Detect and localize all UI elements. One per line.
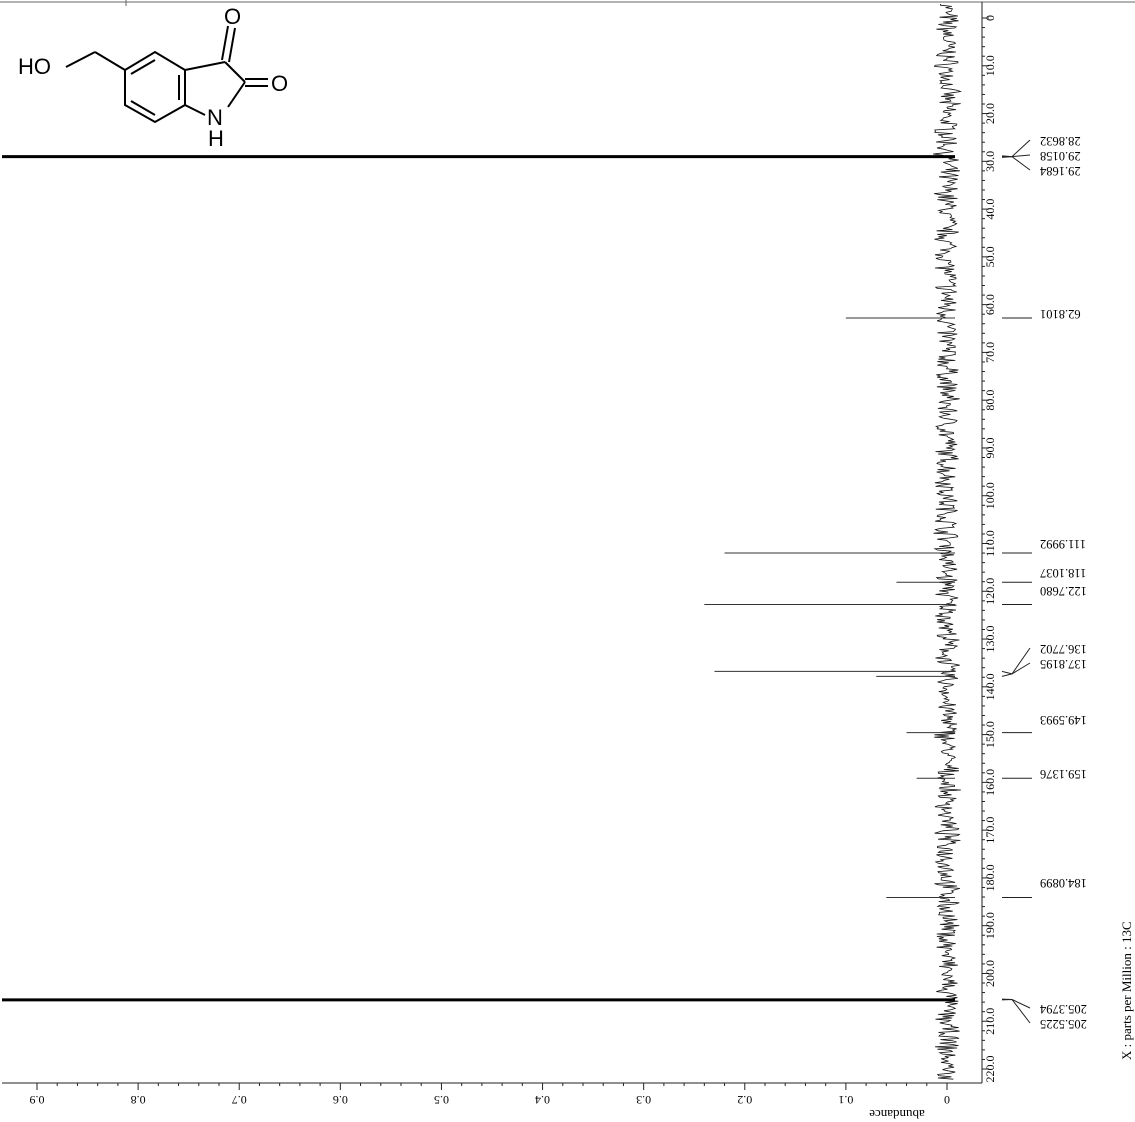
peak-lines xyxy=(2,155,955,1002)
abundance-tick-label: 0.3 xyxy=(636,1093,651,1107)
peak-label: 136.7702 xyxy=(1040,642,1087,656)
ppm-tick-label: 150.0 xyxy=(983,721,997,748)
ppm-tick-label: 120.0 xyxy=(983,578,997,605)
abundance-tick-label: 0.4 xyxy=(535,1093,550,1107)
ring-bond xyxy=(227,81,246,108)
peak-label: 159.1376 xyxy=(1040,767,1087,781)
ppm-tick-label: 10.0 xyxy=(983,55,997,76)
peak-leader-line xyxy=(1001,998,1031,1024)
ppm-tick-label: 110.0 xyxy=(983,530,997,557)
abundance-tick-label: 0.2 xyxy=(737,1093,752,1107)
ppm-tick-label: 210.0 xyxy=(983,1008,997,1035)
ppm-tick-label: 20.0 xyxy=(983,103,997,124)
ppm-tick-label: 220.0 xyxy=(983,1056,997,1083)
peak-label: 62.8101 xyxy=(1040,307,1081,321)
hydroxyl-label: HO xyxy=(18,54,51,79)
peak-label: 137.8195 xyxy=(1040,657,1087,671)
peak-label: 28.8632 xyxy=(1040,134,1081,148)
peak-leader-line xyxy=(1001,139,1031,158)
peak-leader-line xyxy=(1001,998,1031,1009)
ppm-tick-label: 200.0 xyxy=(983,960,997,987)
ketone-oxygen-label: O xyxy=(224,4,241,29)
aromatic-bond xyxy=(130,100,156,116)
amide-oxygen-label: O xyxy=(271,71,288,96)
nh-hydrogen-label: H xyxy=(208,126,224,151)
peak-label: 205.5225 xyxy=(1040,1017,1087,1031)
ppm-tick-label: 130.0 xyxy=(983,626,997,653)
ketone-double-bond xyxy=(228,27,236,63)
molecule-structure xyxy=(65,25,268,124)
abundance-tick-label: 0.8 xyxy=(131,1093,146,1107)
ring-bond xyxy=(184,61,226,71)
abundance-tick-label: 0.7 xyxy=(232,1093,247,1107)
ppm-tick-label: 90.0 xyxy=(983,437,997,458)
abundance-tick-label: 0.6 xyxy=(333,1093,348,1107)
peak-label: 29.0158 xyxy=(1040,149,1081,163)
ring-bond xyxy=(224,61,246,83)
abundance-tick-label: 0 xyxy=(944,1093,950,1107)
peak-label: 184.0899 xyxy=(1040,876,1087,890)
plot-frame xyxy=(0,0,1135,1084)
peak-label: 205.3794 xyxy=(1039,1002,1087,1016)
ppm-tick-label: 0 xyxy=(983,15,997,21)
ketone-double-bond xyxy=(221,25,229,61)
ring-bond xyxy=(184,104,206,116)
abundance-axis-ticks: 0 0.1 0.2 0.3 0.4 0.5 0.6 0.7 0.8 0.9 xyxy=(30,1083,950,1107)
methylene-bond xyxy=(94,51,126,71)
abundance-tick-label: 0.5 xyxy=(434,1093,449,1107)
ppm-tick-label: 100.0 xyxy=(983,482,997,509)
ppm-axis-title: X : parts per Million : 13C xyxy=(1119,921,1134,1060)
noise-trace xyxy=(933,3,963,1080)
ppm-tick-label: 170.0 xyxy=(983,817,997,844)
peak-leader-line xyxy=(1001,662,1031,677)
abundance-axis-title: abundance xyxy=(869,1107,925,1122)
peak-label: 122.7680 xyxy=(1040,584,1087,598)
ppm-tick-label: 50.0 xyxy=(983,246,997,267)
nitrogen-label: N xyxy=(207,105,223,130)
molecule-atom-labels: HO O O N H xyxy=(18,4,288,151)
ppm-axis-ticks: 0 10.0 20.0 30.0 40.0 50.0 60.0 70.0 80.0 90.0 100… xyxy=(982,15,997,1083)
ppm-tick-label: 30.0 xyxy=(983,151,997,172)
peak-label: 29.1684 xyxy=(1039,164,1080,178)
peak-leader-line xyxy=(1001,647,1031,675)
baseline-noise xyxy=(933,3,963,1080)
ppm-tick-label: 160.0 xyxy=(983,769,997,796)
ppm-tick-label: 70.0 xyxy=(983,342,997,363)
ppm-tick-label: 80.0 xyxy=(983,390,997,411)
abundance-tick-label: 0.1 xyxy=(838,1093,853,1107)
ppm-tick-label: 140.0 xyxy=(983,673,997,700)
ppm-tick-label: 190.0 xyxy=(983,912,997,939)
hydroxyl-bond xyxy=(65,51,96,68)
benzene-ring xyxy=(124,50,186,124)
peak-label: 111.9992 xyxy=(1040,537,1086,551)
peak-label: 149.5993 xyxy=(1040,713,1087,727)
ppm-tick-label: 180.0 xyxy=(983,864,997,891)
ppm-tick-label: 40.0 xyxy=(983,199,997,220)
ppm-tick-label: 60.0 xyxy=(983,294,997,315)
aromatic-bond xyxy=(130,59,156,75)
abundance-tick-label: 0.9 xyxy=(30,1093,45,1107)
peak-leader-line xyxy=(1001,156,1031,171)
peak-label: 118.1037 xyxy=(1040,566,1086,580)
